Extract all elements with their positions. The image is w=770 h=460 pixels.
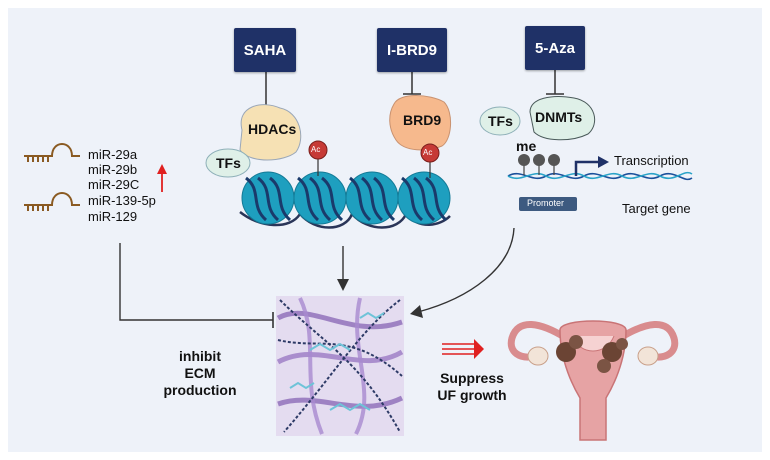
promoter-box (519, 197, 577, 211)
ibrd9-drug-box: I-BRD9 (377, 28, 447, 72)
hdacs-label: HDACs (248, 121, 297, 137)
tfs-right-blob (479, 106, 521, 136)
methyl-dot-1 (518, 154, 530, 166)
inhibit-line-1: inhibit (179, 348, 221, 364)
saha-drug-box: SAHA (234, 28, 296, 72)
acetyl-mark-2 (420, 143, 440, 163)
mirna-1: miR-29a (88, 147, 138, 162)
acetyl-label-1: Ac (311, 145, 321, 154)
suppress-arrow (442, 343, 476, 355)
dnmts-label: DNMTs (535, 109, 583, 125)
chromatin-to-ecm-arrowhead (337, 279, 349, 291)
mirna-2: miR-29b (88, 162, 138, 177)
upregulation-arrow (157, 164, 167, 192)
dnmts-blob (529, 96, 596, 141)
dna-to-ecm-arrow (417, 227, 515, 313)
transcription-label: Transcription (614, 153, 689, 168)
mirna-to-ecm-line (119, 243, 273, 321)
inhibit-line-2: ECM (184, 365, 216, 381)
mirna-5: miR-129 (88, 209, 138, 224)
nucleosome-4 (397, 171, 451, 225)
target-gene-label: Target gene (622, 201, 691, 216)
hdacs-blob (239, 104, 302, 161)
promoter-label: Promoter (527, 198, 565, 208)
inhibit-line-3: production (163, 382, 237, 398)
tfs-right-label: TFs (488, 113, 513, 129)
uterus-illustration (507, 320, 679, 441)
mirna-3: miR-29C (88, 177, 140, 192)
inhibit-ecm-label: inhibit ECM production (150, 348, 250, 399)
brd9-blob (389, 95, 451, 151)
tfs-left-blob (205, 148, 251, 178)
suppress-uf-label: Suppress UF growth (422, 370, 522, 404)
nucleosome-2 (293, 171, 347, 225)
nucleosome-1 (241, 171, 295, 225)
dna-helix (507, 171, 693, 181)
methyl-dot-3 (548, 154, 560, 166)
brd9-label: BRD9 (403, 112, 442, 128)
acetyl-label-2: Ac (423, 148, 433, 157)
saha-inhibition (257, 72, 275, 109)
suppress-line-1: Suppress (440, 370, 504, 386)
transcription-arrow (574, 160, 598, 176)
aza-drug-box: 5-Aza (525, 26, 585, 70)
mirna-hairpin-2 (24, 192, 80, 211)
nucleosomes (241, 171, 451, 225)
suppress-line-2: UF growth (437, 387, 507, 403)
tfs-left-label: TFs (216, 155, 241, 171)
methylation-label: me (516, 138, 537, 154)
ecm-fiber-image (276, 296, 404, 436)
mirna-4: miR-139-5p (88, 193, 156, 208)
ibrd9-inhibition (403, 72, 421, 95)
acetyl-mark-1 (308, 140, 328, 160)
methyl-dot-2 (533, 154, 545, 166)
mirna-hairpin-1 (24, 143, 80, 162)
aza-inhibition (546, 70, 564, 95)
nucleosome-3 (345, 171, 399, 225)
